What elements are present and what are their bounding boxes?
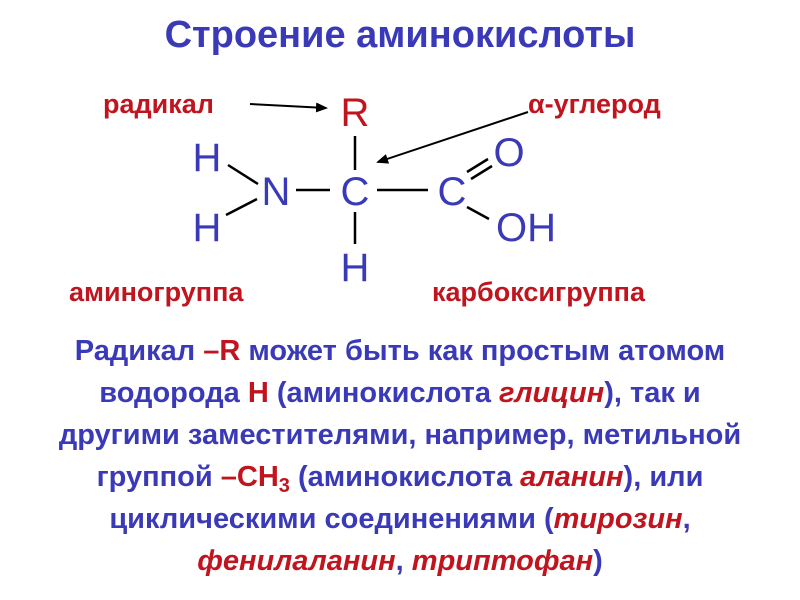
alpha-carbon-label: α-углерод (528, 89, 661, 119)
description-line-1: Радикал –R может быть как простым атомом (74, 335, 726, 367)
atom-o: O (493, 131, 524, 175)
description-line-5: циклическими соединениями (тирозин, (109, 503, 691, 535)
phenylalanine-term: фенилаланин (197, 545, 396, 577)
atom-n: N (262, 170, 291, 214)
bond-h-n-top (227, 163, 259, 186)
carboxyl-group-label: карбоксигруппа (432, 277, 646, 307)
alpha-carbon-arrow (376, 111, 529, 164)
atom-c-alpha: C (341, 170, 370, 214)
bond-c-o-double-2 (470, 164, 493, 181)
alanine-term: аланин (520, 461, 624, 493)
page-title: Строение аминокислоты (164, 14, 636, 56)
tryptophan-term: триптофан (411, 545, 594, 577)
bond-c-o-double-1 (466, 157, 489, 174)
description-text: Радикал –R может быть как простым атомом… (20, 330, 780, 582)
description-line-3: другими заместителями, например, метильн… (58, 419, 742, 451)
bond-c-oh (466, 205, 490, 221)
amino-group-label: аминогруппа (69, 277, 244, 307)
radical-label: радикал (103, 89, 214, 119)
description-line-2: водорода Н (аминокислота глицин), так и (99, 377, 701, 409)
description-line-6: фенилаланин, триптофан) (197, 545, 603, 577)
atom-h-bottom-left: H (193, 206, 222, 250)
description-line-4: группой –CH3 (аминокислота аланин), или (96, 461, 704, 497)
bond-h-n-bottom (225, 197, 258, 217)
atom-h-top-left: H (193, 136, 222, 180)
atom-oh: OH (496, 206, 556, 250)
tyrosine-term: тирозин (553, 503, 683, 535)
glycine-term: глицин (499, 377, 605, 409)
atom-h-bottom: H (341, 246, 370, 290)
atom-r: R (341, 91, 370, 135)
atom-c-carboxyl: C (438, 170, 467, 214)
radical-arrow (249, 102, 328, 113)
amino-acid-structure-diagram: радикал α-углерод аминогруппа карбоксигр… (69, 89, 661, 307)
